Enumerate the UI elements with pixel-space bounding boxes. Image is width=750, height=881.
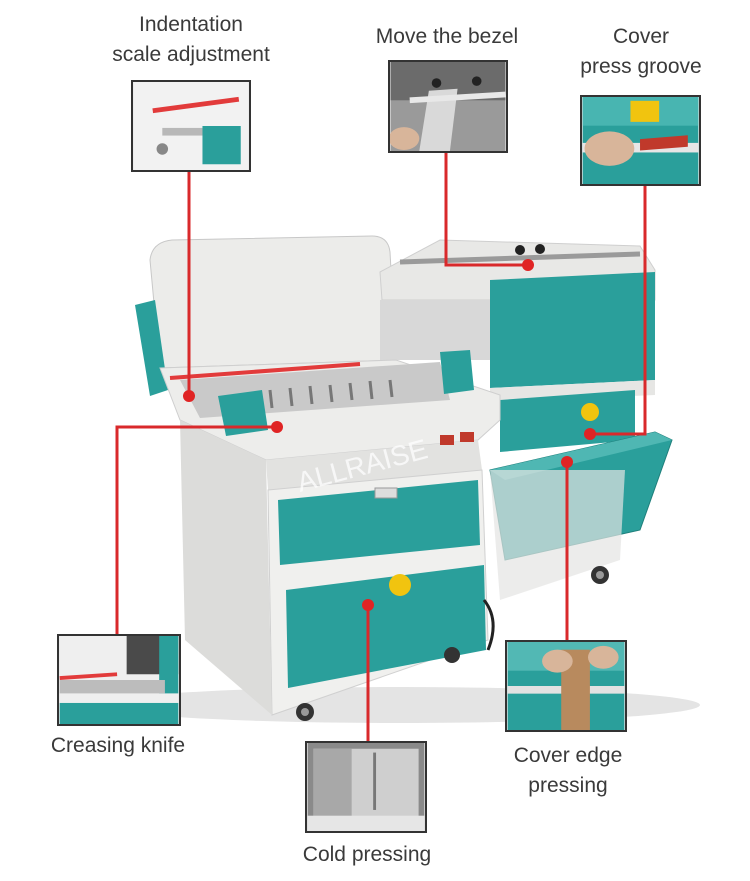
label-move-the-bezel: Move the bezel — [375, 25, 519, 48]
leader-lines — [115, 153, 647, 741]
thumbnail-cover-press-groove — [580, 95, 701, 186]
press-groove-photo-icon — [582, 97, 699, 184]
bezel-photo-icon — [390, 62, 506, 151]
scale-adjust-photo-icon — [133, 82, 249, 170]
label-indentation-scale-adjustment: Indentation scale adjustment — [112, 13, 270, 66]
cold-pressing-photo-icon — [307, 743, 425, 831]
label-cold-pressing: Cold pressing — [302, 843, 432, 866]
creasing-knife-photo-icon — [59, 636, 179, 724]
thumbnail-cold-pressing — [305, 741, 427, 833]
cover-edge-photo-icon — [507, 642, 625, 730]
label-cover-press-groove: Cover press groove — [580, 25, 702, 78]
label-creasing-knife: Creasing knife — [50, 734, 186, 757]
thumbnail-indentation-scale — [131, 80, 251, 172]
thumbnail-move-bezel — [388, 60, 508, 153]
thumbnail-creasing-knife — [57, 634, 181, 726]
label-cover-edge-pressing: Cover edge pressing — [513, 744, 623, 797]
thumbnail-cover-edge-pressing — [505, 640, 627, 732]
